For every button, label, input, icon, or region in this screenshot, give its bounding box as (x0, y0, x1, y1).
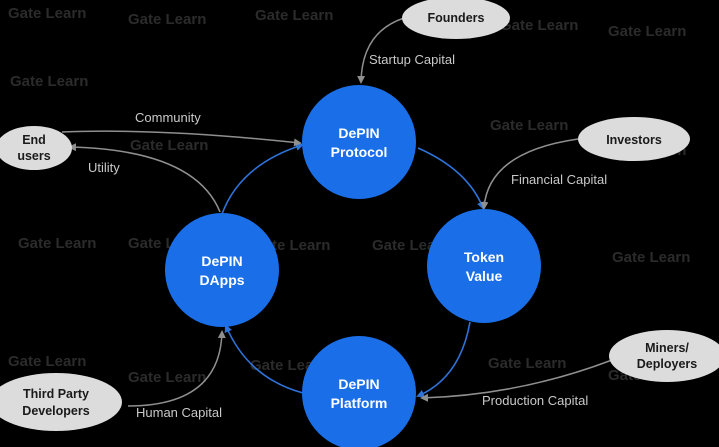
label-community: Community (135, 110, 201, 125)
watermark-text: Gate Learn (128, 11, 206, 28)
actor-label: Developers (22, 404, 89, 418)
watermark-text: Gate Learn (18, 235, 96, 252)
core-node-platform: DePIN Platform (302, 336, 416, 447)
watermark-text: Gate Learn (10, 73, 88, 90)
arrow-investors-to-token (480, 138, 579, 210)
core-node-dapps: DePIN DApps (165, 213, 279, 327)
actor-arrows (61, 17, 613, 407)
actor-label: Founders (428, 11, 485, 25)
node-label: DePIN (338, 125, 379, 141)
label-utility: Utility (88, 160, 120, 175)
actor-node-third-party-developers: Third Party Developers (0, 373, 122, 431)
watermark-text: Gate Learn (612, 249, 690, 266)
watermark-text: Gate Learn (255, 7, 333, 24)
actor-node-founders: Founders (402, 0, 510, 39)
arrow-founders-to-protocol (357, 17, 405, 84)
arrow-dapps-to-end-users (68, 143, 221, 213)
watermark-text: Gate Learn (128, 369, 206, 386)
actor-label: users (17, 149, 50, 163)
watermark-text: Gate Learn (130, 137, 208, 154)
arrow-community-to-protocol (61, 130, 302, 147)
node-label: Protocol (331, 144, 388, 160)
edge-labels: Startup Capital Financial Capital Produc… (88, 52, 607, 420)
actor-label: Third Party (23, 387, 89, 401)
label-production-capital: Production Capital (482, 393, 588, 408)
watermark-text: Gate Learn (490, 117, 568, 134)
label-startup-capital: Startup Capital (369, 52, 455, 67)
actor-label: Miners/ (645, 341, 689, 355)
cycle-arrows (221, 143, 485, 398)
actor-label: End (22, 133, 46, 147)
actor-label: Investors (606, 133, 662, 147)
node-label: DePIN (338, 376, 379, 392)
arrow-protocol-to-token (417, 147, 485, 210)
watermark-text: Gate Learn (608, 23, 686, 40)
label-financial-capital: Financial Capital (511, 172, 607, 187)
watermark-text: Gate Learn (8, 353, 86, 370)
node-label: Token (464, 249, 504, 265)
core-node-protocol: DePIN Protocol (302, 85, 416, 199)
actor-node-investors: Investors (578, 117, 690, 161)
actor-node-miners-deployers: Miners/ Deployers (609, 330, 719, 382)
arrow-miners-to-platform (420, 359, 613, 402)
node-label: Platform (331, 395, 388, 411)
node-label: DApps (199, 272, 244, 288)
watermark-text: Gate Learn (8, 5, 86, 22)
arrow-developers-to-dapps (127, 330, 226, 407)
actor-label: Deployers (637, 357, 697, 371)
core-node-token-value: Token Value (427, 209, 541, 323)
label-human-capital: Human Capital (136, 405, 222, 420)
arrow-platform-to-dapps (224, 324, 304, 394)
node-label: DePIN (201, 253, 242, 269)
watermark-text: Gate Learn (488, 355, 566, 372)
node-label: Value (466, 268, 503, 284)
actor-node-end-users: End users (0, 126, 72, 170)
arrow-token-to-platform (416, 321, 471, 398)
arrow-dapps-to-protocol (221, 143, 304, 215)
watermark-text: Gate Learn (500, 17, 578, 34)
